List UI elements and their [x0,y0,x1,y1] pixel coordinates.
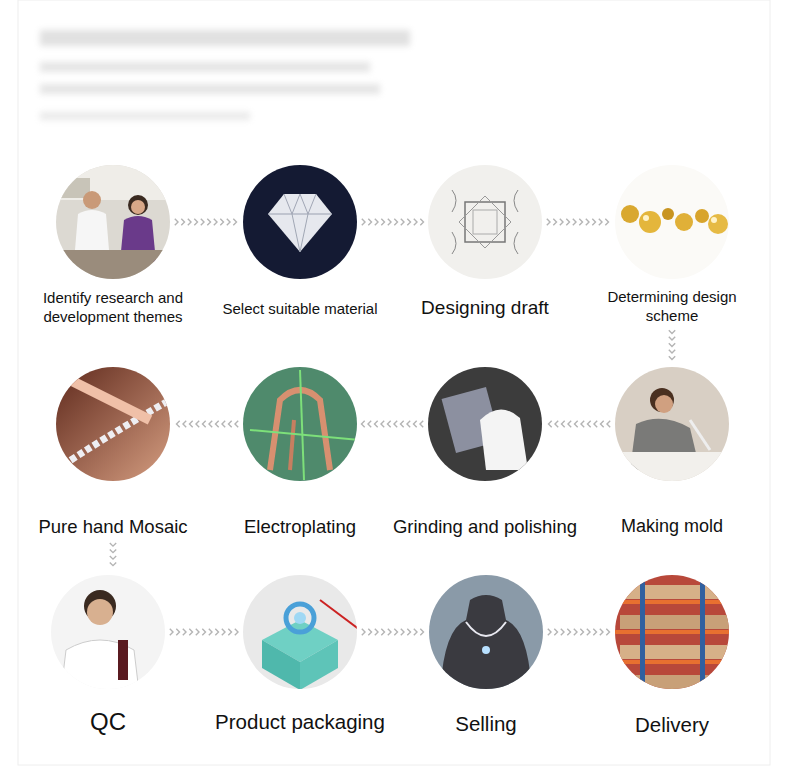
step-label: Pure hand Mosaic [18,515,208,538]
step-label: Identify research and development themes [26,289,201,327]
process-step: Grinding and polishing [428,367,542,538]
process-step: Electroplating [243,367,357,538]
packaging-photo [240,570,370,700]
flow-arrow [362,629,424,635]
process-step: Determining design scheme [615,165,729,326]
step-label: Making mold [577,515,767,538]
qc-photo [45,570,175,700]
step-label: Electroplating [205,515,395,538]
process-step: Designing draft [428,165,542,320]
step-label: Grinding and polishing [373,515,598,538]
step-label: Delivery [577,712,767,738]
flow-arrow [669,330,675,359]
gold-beads-photo [610,160,740,290]
selling-photo [426,570,556,700]
flow-arrow [170,629,238,635]
flow-arrow [547,219,609,225]
sketch-photo [425,160,555,290]
step-label: Determining design scheme [590,288,755,326]
warehouse-photo [610,570,740,700]
mold-photo [610,362,740,492]
step-label: Product packaging [195,709,405,735]
process-step: Identify research and development themes [56,165,170,327]
step-label: Select suitable material [205,300,395,319]
flow-arrow [177,421,239,427]
mosaic-photo [50,362,180,492]
process-step: Select suitable material [243,165,357,319]
flow-arrow [110,543,116,566]
flow-arrow [549,421,611,427]
process-step: QC [51,575,165,737]
flow-arrow [175,219,237,225]
polishing-photo [425,362,555,492]
step-label: Designing draft [390,296,580,320]
flow-arrow [362,219,424,225]
process-step: Selling [429,575,543,737]
process-step: Delivery [615,575,729,738]
flow-arrow [548,629,610,635]
electroplating-photo [240,362,370,492]
frame [18,0,770,765]
process-step: Making mold [615,367,729,538]
process-step: Product packaging [243,575,357,735]
flow-arrow [362,421,424,427]
process-step: Pure hand Mosaic [56,367,170,538]
step-label: Selling [391,711,581,737]
research-photo [50,160,180,290]
diamond-photo [240,160,370,290]
faded-heading [40,30,410,120]
step-label: QC [33,707,183,737]
